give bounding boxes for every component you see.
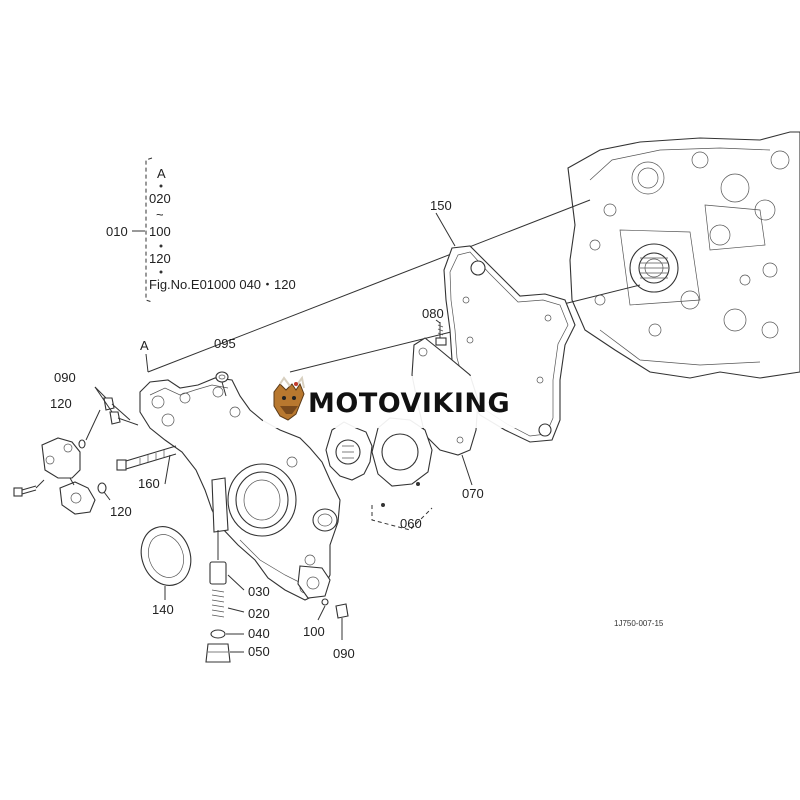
bolt-160 [116, 445, 177, 471]
label-090-bottom: 090 [333, 646, 355, 661]
label-150: 150 [430, 198, 452, 213]
label-120-left: 120 [50, 396, 72, 411]
screw-120-left [13, 479, 45, 497]
label-100-top: 100 [149, 224, 171, 239]
label-020-top: 020 [149, 191, 171, 206]
oil-pump-housing [139, 377, 341, 601]
label-a-mid: A [140, 338, 149, 353]
bolts-090-left [94, 386, 139, 426]
label-140: 140 [152, 602, 174, 617]
label-010: 010 [106, 224, 128, 239]
label-160: 160 [138, 476, 160, 491]
washer-095 [215, 371, 229, 397]
relief-valve-stack [205, 530, 231, 663]
label-fig-ref: Fig.No.E01000 040・120 [149, 277, 296, 292]
label-120-bottom: 120 [110, 504, 132, 519]
label-100: 100 [303, 624, 325, 639]
oil-seal-140 [140, 526, 192, 586]
label-tilde: ~ [156, 207, 164, 222]
plug-090-bottom [317, 598, 349, 640]
label-060: 060 [400, 516, 422, 531]
leader-lines [85, 157, 473, 653]
bolt-080 [435, 322, 447, 346]
label-050: 050 [248, 644, 270, 659]
viking-mascot-icon [273, 375, 305, 421]
drawing-code: 1J750-007-15 [614, 619, 664, 628]
label-070: 070 [462, 486, 484, 501]
rotor-set-060 [325, 417, 433, 531]
label-040: 040 [248, 626, 270, 641]
label-095: 095 [214, 336, 236, 351]
motoviking-watermark: MOTOVIKING [263, 375, 535, 428]
label-a-top: A [157, 166, 166, 181]
label-030: 030 [248, 584, 270, 599]
watermark-text: MOTOVIKING [308, 388, 510, 419]
label-090-left: 090 [54, 370, 76, 385]
label-120-top: 120 [149, 251, 171, 266]
callout-labels: A 020 ~ 100 120 010 Fig.No.E01000 040・12… [50, 166, 664, 661]
o-ring-120 [78, 439, 107, 494]
label-020: 020 [248, 606, 270, 621]
relief-valve-body [41, 437, 96, 515]
label-080: 080 [422, 306, 444, 321]
engine-block-illustration [567, 131, 800, 379]
